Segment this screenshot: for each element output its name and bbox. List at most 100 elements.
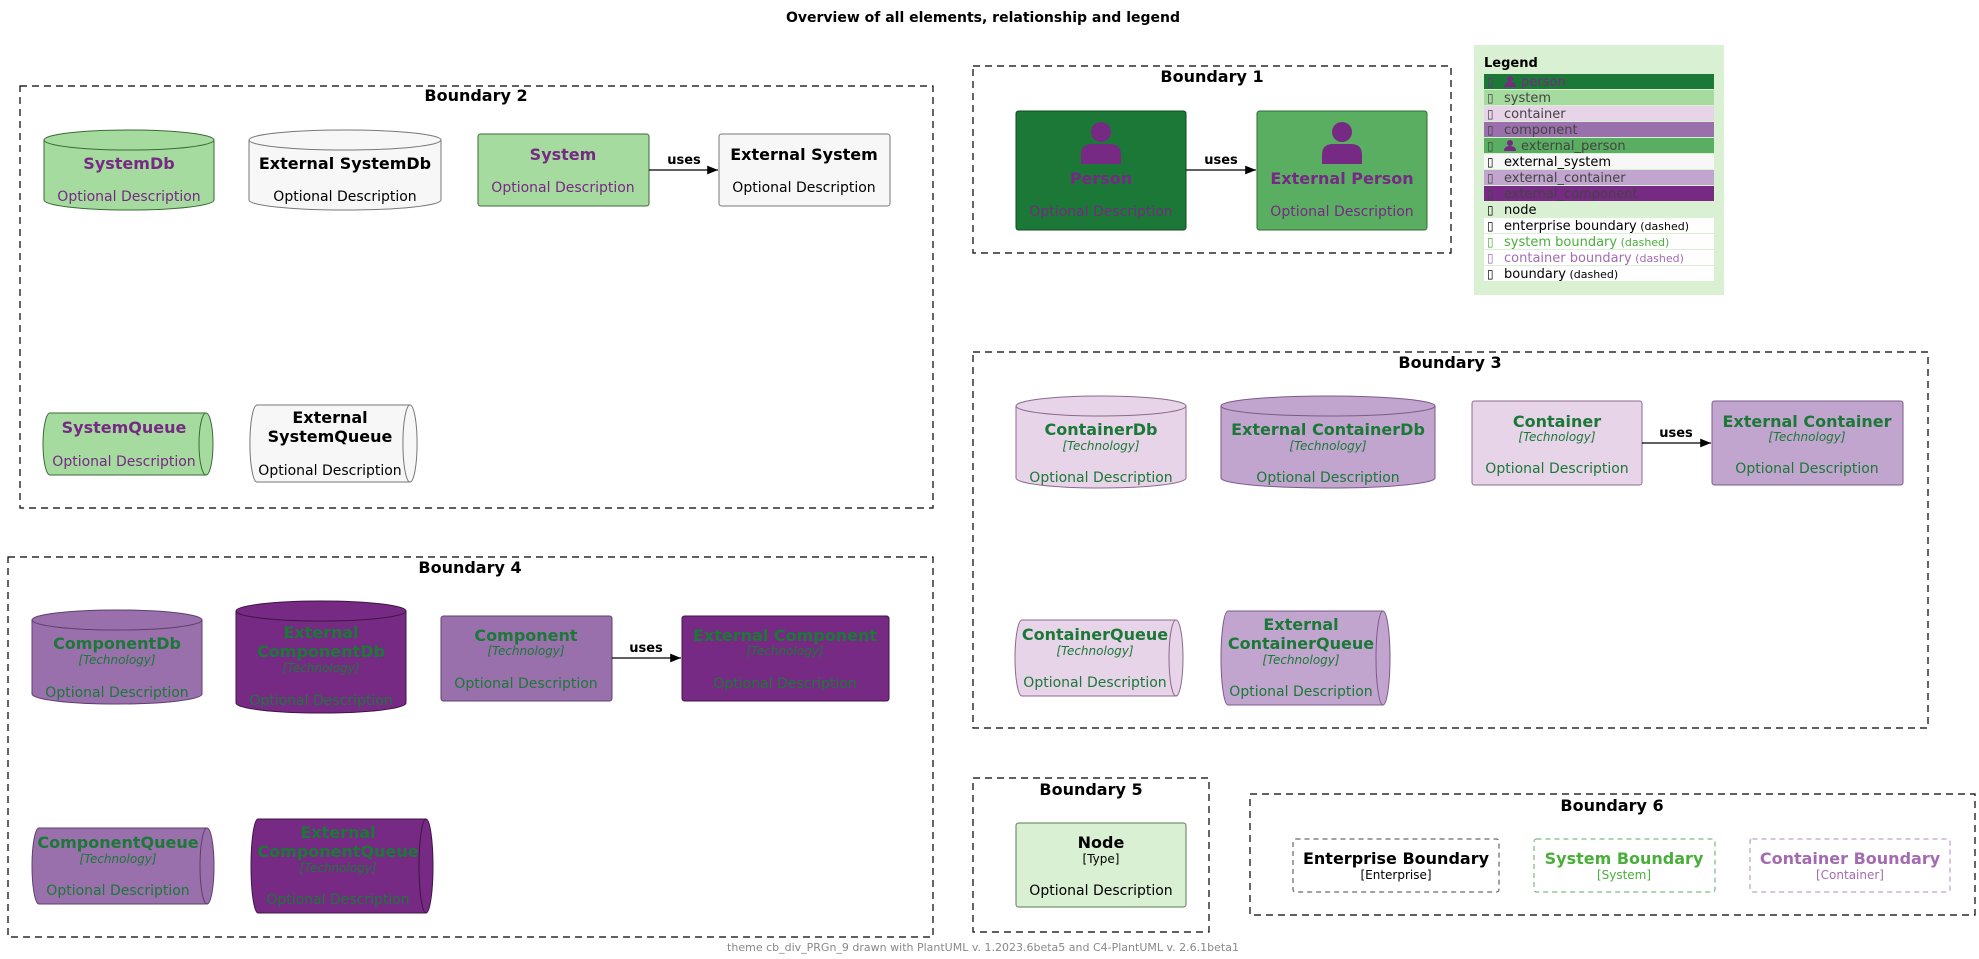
external-container-name: External Container [1722, 412, 1891, 431]
external-person-element[interactable]: External Person Optional Description [1256, 110, 1428, 231]
legend-label: external_component [1504, 187, 1638, 202]
enterprise-boundary-name: Enterprise Boundary [1303, 849, 1490, 868]
legend: Legend ▯person▯system▯container▯componen… [1474, 45, 1724, 295]
legend-label: external_person [1521, 139, 1626, 154]
node-name: Node [1078, 833, 1125, 852]
external-container-queue-desc: Optional Description [1229, 684, 1372, 700]
system-boundary-tag: [System] [1597, 868, 1651, 882]
rel-label-uses: uses [667, 153, 701, 168]
container-queue[interactable]: ContainerQueue [Technology] Optional Des… [1014, 619, 1184, 697]
boundary-6-label: Boundary 6 [1560, 796, 1663, 815]
external-system-queue[interactable]: External SystemQueue Optional Descriptio… [249, 404, 418, 483]
component-db[interactable]: ComponentDb [Technology] Optional Descri… [31, 609, 203, 705]
external-component-desc: Optional Description [713, 676, 856, 692]
external-component-queue[interactable]: External ComponentQueue [Technology] Opt… [250, 818, 434, 914]
component-db-tech: [Technology] [78, 653, 155, 667]
external-container-queue-name-2: ContainerQueue [1228, 634, 1374, 653]
legend-glyph-icon: ▯ [1487, 171, 1494, 185]
boundary-1: Boundary 1 Person Optional Description u… [972, 65, 1452, 254]
external-component-db[interactable]: External ComponentDb [Technology] Option… [235, 600, 407, 714]
legend-glyph-icon: ▯ [1487, 203, 1494, 217]
rel-label-uses: uses [1659, 426, 1693, 441]
legend-label: component [1504, 123, 1578, 138]
legend-glyph-icon: ▯ [1487, 107, 1494, 121]
external-component-db-desc: Optional Description [249, 693, 392, 709]
component-desc: Optional Description [454, 676, 597, 692]
external-component-queue-tech: [Technology] [299, 861, 376, 875]
system-element[interactable]: System Optional Description [477, 133, 650, 207]
legend-glyph-icon: ▯ [1487, 155, 1494, 169]
system-db[interactable]: SystemDb Optional Description [43, 129, 215, 211]
component-queue[interactable]: ComponentQueue [Technology] Optional Des… [31, 827, 215, 905]
external-component-queue-name-1: External [300, 823, 375, 842]
legend-glyph-icon: ▯ [1487, 251, 1494, 265]
component-name: Component [474, 626, 577, 645]
legend-glyph-icon: ▯ [1487, 91, 1494, 105]
legend-label: person [1521, 75, 1566, 90]
container-boundary[interactable]: Container Boundary [Container] [1749, 838, 1951, 893]
external-container-element[interactable]: External Container [Technology] Optional… [1711, 400, 1904, 486]
component-db-name: ComponentDb [53, 634, 181, 653]
legend-suffix: (dashed) [1566, 268, 1618, 281]
system-queue-name: SystemQueue [62, 418, 187, 437]
external-system-db-name: External SystemDb [259, 154, 431, 173]
legend-suffix: (dashed) [1632, 252, 1684, 265]
external-container-db-desc: Optional Description [1256, 470, 1399, 486]
external-system-element[interactable]: External System Optional Description [718, 133, 891, 207]
external-component-db-name-2: ComponentDb [257, 642, 385, 661]
person-icon [1504, 140, 1516, 151]
legend-glyph-icon: ▯ [1487, 187, 1494, 201]
external-component-name: External Component [693, 626, 877, 645]
system-db-desc: Optional Description [57, 189, 200, 205]
legend-item-enterprise-boundary: ▯ enterprise boundary (dashed) [1484, 218, 1714, 234]
external-person-desc: Optional Description [1270, 204, 1413, 220]
external-container-db[interactable]: External ContainerDb [Technology] Option… [1220, 395, 1436, 489]
container-db-tech: [Technology] [1062, 439, 1139, 453]
person-element[interactable]: Person Optional Description [1015, 110, 1187, 231]
boundary-2-label: Boundary 2 [424, 86, 527, 105]
container-db-name: ContainerDb [1045, 420, 1158, 439]
system-boundary[interactable]: System Boundary [System] [1533, 838, 1716, 893]
legend-item-external-component: ▯ external_component [1484, 186, 1714, 202]
system-name: System [530, 145, 597, 164]
external-system-db[interactable]: External SystemDb Optional Description [248, 129, 442, 211]
legend-item-external-system: ▯external_system [1484, 154, 1714, 170]
component-queue-desc: Optional Description [46, 883, 189, 899]
enterprise-boundary[interactable]: Enterprise Boundary [Enterprise] [1292, 838, 1500, 893]
container-boundary-tag: [Container] [1816, 868, 1884, 882]
footer-credit: theme cb_div_PRGn_9 drawn with PlantUML … [727, 941, 1239, 954]
legend-suffix: (dashed) [1617, 236, 1669, 249]
component-element[interactable]: Component [Technology] Optional Descript… [440, 615, 613, 702]
external-component-queue-desc: Optional Description [266, 892, 409, 908]
external-system-db-desc: Optional Description [273, 189, 416, 205]
legend-label: system [1504, 91, 1551, 106]
container-db-desc: Optional Description [1029, 470, 1172, 486]
node-desc: Optional Description [1029, 883, 1172, 899]
external-component-db-name-1: External [283, 623, 358, 642]
container-boundary-name: Container Boundary [1760, 849, 1941, 868]
legend-item-person: ▯person [1484, 74, 1714, 90]
boundary-3-label: Boundary 3 [1398, 353, 1501, 372]
container-desc: Optional Description [1485, 461, 1628, 477]
external-system-queue-desc: Optional Description [258, 463, 401, 479]
boundary-5: Boundary 5 Node [Type] Optional Descript… [972, 777, 1210, 933]
node-element[interactable]: Node [Type] Optional Description [1015, 822, 1187, 908]
boundary-6: Boundary 6 Enterprise Boundary [Enterpri… [1249, 793, 1976, 916]
external-container-db-name: External ContainerDb [1231, 420, 1425, 439]
external-system-name: External System [730, 145, 878, 164]
external-container-queue[interactable]: External ContainerQueue [Technology] Opt… [1220, 610, 1391, 706]
legend-item-container: ▯ container [1484, 106, 1714, 122]
legend-glyph-icon: ▯ [1487, 219, 1494, 233]
external-container-queue-name-1: External [1263, 615, 1338, 634]
external-component-element[interactable]: External Component [Technology] Optional… [681, 615, 890, 702]
legend-item-system-boundary: ▯system boundary (dashed) [1484, 234, 1714, 250]
container-db[interactable]: ContainerDb [Technology] Optional Descri… [1015, 395, 1187, 489]
system-queue[interactable]: SystemQueue Optional Description [42, 412, 214, 476]
legend-label: container [1504, 107, 1566, 122]
boundary-4-label: Boundary 4 [418, 558, 521, 577]
legend-glyph-icon: ▯ [1487, 139, 1494, 153]
container-element[interactable]: Container [Technology] Optional Descript… [1471, 400, 1643, 486]
legend-label: enterprise boundary (dashed) [1504, 219, 1689, 234]
rel-label-uses: uses [629, 641, 663, 656]
external-component-tech: [Technology] [746, 644, 823, 658]
